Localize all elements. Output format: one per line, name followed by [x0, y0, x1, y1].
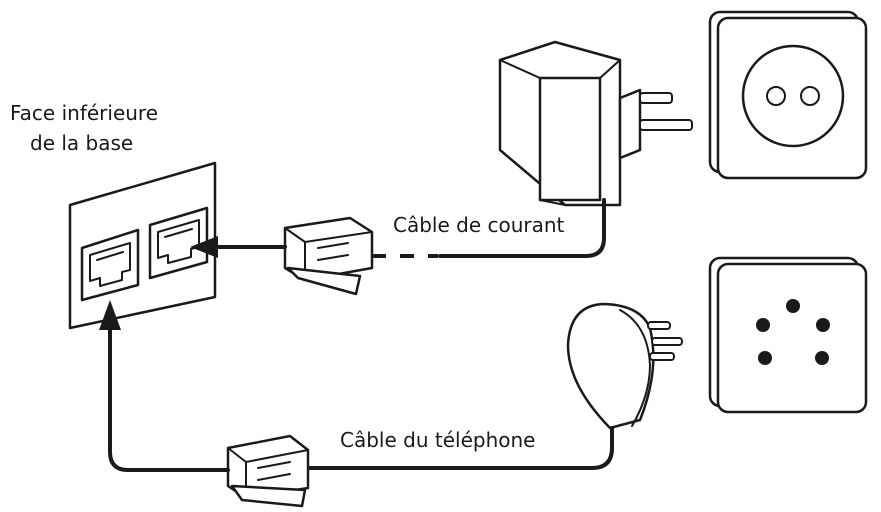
power-cable-line	[438, 198, 606, 258]
phone-jack-port	[80, 228, 140, 302]
phone-plug-icon	[566, 302, 683, 430]
power-cable-label: Câble de courant	[393, 213, 565, 237]
phone-cable-line	[308, 426, 614, 470]
phone-cable-label: Câble du téléphone	[340, 428, 535, 452]
wall-power-socket-icon	[708, 10, 868, 180]
power-arrow-icon	[190, 236, 287, 258]
phone-wall-socket-icon	[708, 256, 868, 414]
phone-arrow-icon	[99, 300, 230, 472]
power-rj-connector-icon	[283, 216, 374, 296]
base-label-line1: Face inférieure	[10, 101, 158, 125]
phone-rj-connector-icon	[226, 434, 310, 508]
base-underside-panel	[68, 161, 217, 330]
power-jack-port	[148, 206, 209, 280]
base-label-line2: de la base	[30, 131, 133, 155]
power-adapter-icon	[498, 40, 693, 207]
